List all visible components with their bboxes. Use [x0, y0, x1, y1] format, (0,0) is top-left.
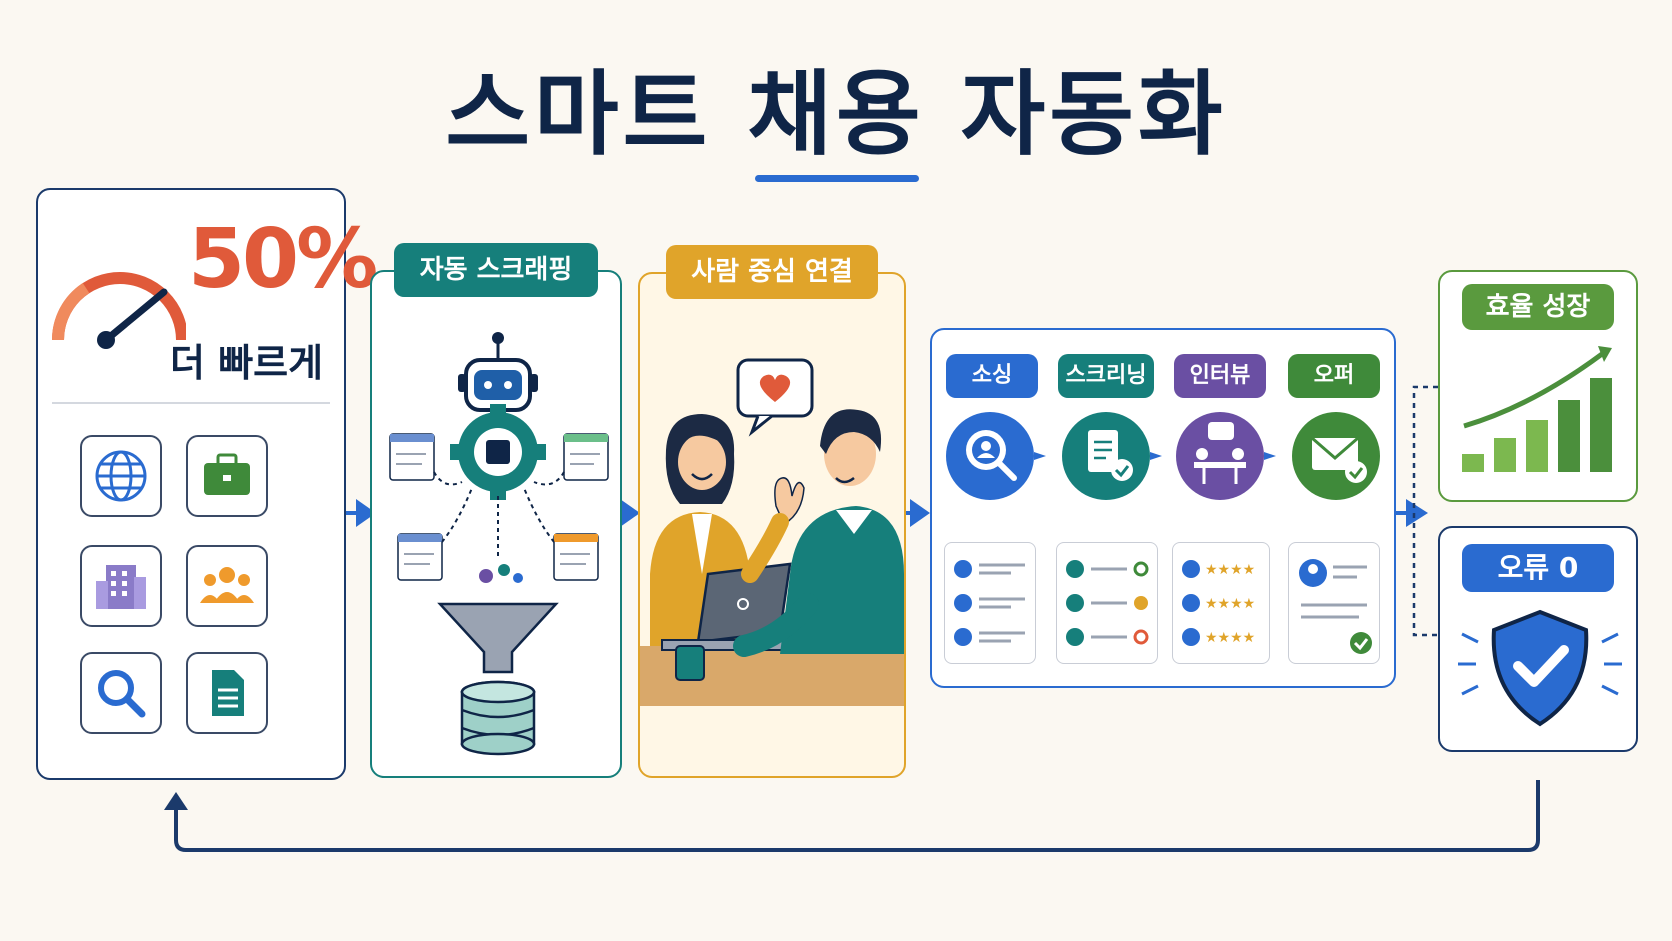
- mail-check-icon: [1292, 412, 1380, 500]
- sourcing-card: [944, 542, 1036, 664]
- document-check-icon: [1062, 412, 1150, 500]
- divider: [52, 402, 330, 404]
- screening-list-icon: [1066, 560, 1149, 646]
- stage-label-sourcing: 소싱: [946, 354, 1038, 398]
- offer-card: [1288, 542, 1380, 664]
- people-label: 사람 중심 연결: [666, 245, 878, 299]
- document-tile: [186, 652, 268, 734]
- title-underline: [755, 175, 919, 182]
- growth-label: 효율 성장: [1462, 284, 1614, 330]
- building-tile: [80, 545, 162, 627]
- growth-chart-icon: [1462, 346, 1612, 472]
- stage-label-screening: 스크리닝: [1058, 354, 1154, 398]
- stage-label-interview: 인터뷰: [1174, 354, 1266, 398]
- speedometer-icon: [51, 272, 186, 349]
- speed-percent: 50%: [188, 212, 378, 307]
- candidate-list-icon: [954, 560, 1025, 646]
- speed-caption: 더 빠르게: [170, 341, 324, 385]
- pipeline-panel: 소싱 스크리닝 인터뷰 오퍼: [930, 328, 1396, 688]
- scraping-illustration: [389, 332, 609, 756]
- svg-text:★★★★: ★★★★: [1205, 596, 1255, 612]
- building-icon: [96, 565, 146, 609]
- briefcase-tile: [186, 435, 268, 517]
- pipeline-stage-icons: [946, 412, 1380, 500]
- scraping-label: 자동 스크래핑: [394, 243, 598, 297]
- errors-label: 오류 0: [1462, 544, 1614, 592]
- scraping-panel: [370, 270, 622, 778]
- errors-panel: 오류 0: [1438, 526, 1638, 752]
- search-tile: [80, 652, 162, 734]
- svg-text:★★★★: ★★★★: [1205, 562, 1255, 578]
- growth-panel: 효율 성장: [1438, 270, 1638, 502]
- briefcase-icon: [204, 453, 250, 495]
- globe-tile: [80, 435, 162, 517]
- stage-label-offer: 오퍼: [1288, 354, 1380, 398]
- document-icon: [212, 670, 244, 716]
- offer-doc-icon: [1299, 559, 1372, 654]
- candidate-search-icon: [946, 412, 1034, 500]
- people-tile: [186, 545, 268, 627]
- interview-icon: [1176, 412, 1264, 500]
- globe-icon: [95, 450, 147, 502]
- shield-check-icon: [1458, 609, 1622, 727]
- rating-list-icon: ★★★★ ★★★★ ★★★★: [1182, 560, 1255, 646]
- svg-text:★★★★: ★★★★: [1205, 630, 1255, 646]
- people-icon: [200, 567, 254, 603]
- page-title: 스마트 채용 자동화: [445, 61, 1227, 168]
- search-icon: [98, 670, 146, 718]
- people-panel: [638, 272, 906, 778]
- interview-card: ★★★★ ★★★★ ★★★★: [1172, 542, 1270, 664]
- speed-panel: 50% 더 빠르게: [36, 188, 378, 780]
- people-illustration: [640, 358, 904, 706]
- screening-card: [1056, 542, 1158, 664]
